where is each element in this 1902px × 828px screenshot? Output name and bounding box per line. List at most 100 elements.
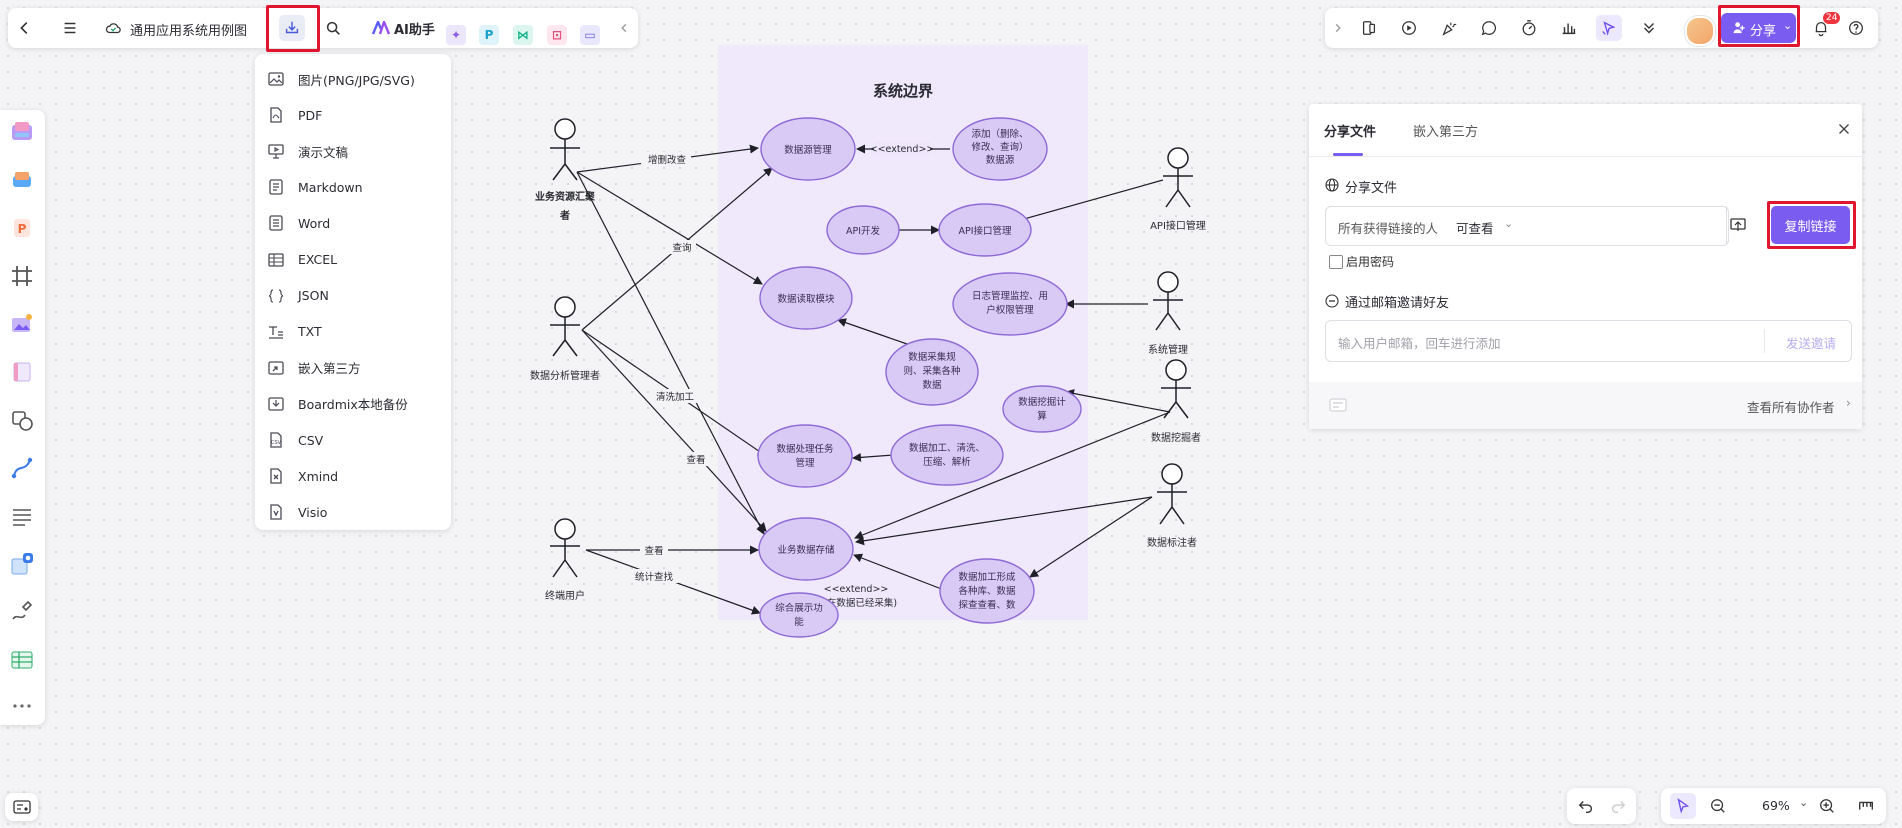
- export-menu-item[interactable]: JSON: [255, 279, 451, 313]
- export-menu-item[interactable]: 演示文稿: [255, 134, 451, 168]
- zoom-dropdown-icon[interactable]: ⌄: [1799, 796, 1809, 809]
- export-menu-item[interactable]: Xmind: [255, 459, 451, 493]
- export-menu-item[interactable]: EXCEL: [255, 243, 451, 277]
- actor-label: 数据挖掘者: [1151, 431, 1201, 444]
- present-link-icon[interactable]: [1729, 216, 1747, 234]
- connectors: [576, 144, 1171, 615]
- export-menu-item[interactable]: 嵌入第三方: [255, 351, 451, 385]
- export-menu-item[interactable]: PDF: [255, 98, 451, 132]
- use-case-label: 数据加工形成: [958, 571, 1016, 583]
- link-permission-field[interactable]: 所有获得链接的人 可查看 ⌄: [1325, 206, 1746, 246]
- ppt-tool-icon[interactable]: P: [8, 214, 36, 242]
- vote-icon[interactable]: [1556, 15, 1582, 41]
- export-menu-item[interactable]: Markdown: [255, 170, 451, 204]
- bell-icon[interactable]: [1808, 15, 1834, 41]
- export-menu-item[interactable]: Word: [255, 206, 451, 240]
- link-permission-select[interactable]: 可查看: [1456, 221, 1494, 236]
- collapse-toolbar-icon[interactable]: [611, 15, 637, 41]
- more-tools-icon[interactable]: [8, 692, 36, 720]
- chevron-right-icon[interactable]: ›: [1846, 396, 1851, 410]
- zoom-out-icon[interactable]: [1705, 793, 1731, 819]
- actor-end-user: 终端用户: [545, 518, 585, 602]
- use-case-api-manage: API接口管理: [938, 203, 1032, 257]
- text-list-icon[interactable]: [8, 502, 36, 530]
- export-menu-item[interactable]: Boardmix本地备份: [255, 387, 451, 421]
- zoom-in-icon[interactable]: [1814, 793, 1840, 819]
- celebrate-icon[interactable]: [1436, 15, 1462, 41]
- menu-icon[interactable]: [57, 15, 83, 41]
- ai-mindmap-icon[interactable]: ⋈: [513, 25, 533, 45]
- ai-flowchart-icon[interactable]: ⊡: [547, 25, 567, 45]
- view-collaborators-link[interactable]: 查看所有协作者: [1747, 400, 1835, 415]
- tab-share-file[interactable]: 分享文件: [1324, 125, 1377, 140]
- device-sync-icon[interactable]: [1356, 15, 1382, 41]
- ai-tools-icon[interactable]: [8, 166, 36, 194]
- timer-icon[interactable]: [1516, 15, 1542, 41]
- export-menu-item[interactable]: 图片(PNG/JPG/SVG): [255, 62, 451, 96]
- widget-icon[interactable]: [8, 550, 36, 578]
- tab-embed-third-party[interactable]: 嵌入第三方: [1413, 125, 1479, 140]
- shape-icon[interactable]: [8, 406, 36, 434]
- ai-ppt-icon[interactable]: P: [479, 25, 499, 45]
- present-icon[interactable]: [1396, 15, 1422, 41]
- share-dropdown-icon[interactable]: ⌄: [1783, 19, 1793, 32]
- expand-toolbar-icon[interactable]: [1325, 15, 1351, 41]
- use-case-label: 户权限管理: [986, 304, 1034, 316]
- template-icon[interactable]: [8, 118, 36, 146]
- sticky-note-icon[interactable]: [8, 358, 36, 386]
- search-icon[interactable]: [320, 15, 346, 41]
- visio-icon: [267, 503, 285, 521]
- use-case-label: 数据读取模块: [777, 293, 835, 305]
- use-case-label: 数据挖掘计: [1018, 396, 1066, 408]
- close-icon[interactable]: [1831, 116, 1857, 142]
- ai-image-icon[interactable]: ✦: [446, 25, 466, 45]
- export-menu-item-label: EXCEL: [298, 252, 338, 267]
- copy-link-button[interactable]: 复制链接: [1771, 206, 1850, 244]
- table-icon[interactable]: [8, 646, 36, 674]
- edge-label-extend2: <<extend>>: [824, 584, 889, 595]
- pen-icon[interactable]: [8, 598, 36, 626]
- connector-icon[interactable]: [8, 454, 36, 482]
- doc-title[interactable]: 通用应用系统用例图: [130, 24, 248, 39]
- email-invite-input[interactable]: 输入用户邮箱，回车进行添加 发送邀请: [1325, 320, 1852, 362]
- zoom-level[interactable]: 69%: [1762, 798, 1790, 813]
- actor-label: 者: [559, 209, 570, 222]
- chevron-down-icon[interactable]: ⌄: [1504, 217, 1514, 230]
- actor-label: 系统管理: [1148, 343, 1188, 356]
- ruler-icon[interactable]: [1853, 793, 1879, 819]
- back-icon[interactable]: [12, 15, 38, 41]
- edge-label-view1: 查看: [686, 454, 705, 466]
- use-case-datasource: 数据源管理: [760, 117, 856, 181]
- actor-label: API接口管理: [1150, 219, 1206, 232]
- share-button[interactable]: 分享 ⌄: [1721, 13, 1796, 43]
- word-icon: [267, 214, 285, 232]
- password-checkbox[interactable]: [1329, 255, 1343, 269]
- actor-data-analyst: 数据分析管理者: [530, 296, 600, 382]
- zoom-toolbar: 69% ⌄: [1661, 788, 1886, 824]
- frame-icon[interactable]: [8, 262, 36, 290]
- select-tool-icon[interactable]: [1670, 793, 1696, 819]
- use-case-label: 数据: [922, 379, 942, 391]
- send-invite-button[interactable]: 发送邀请: [1786, 336, 1837, 351]
- excel-icon: [267, 251, 285, 269]
- follow-cursor-icon[interactable]: [1596, 15, 1622, 41]
- comment-icon[interactable]: [1476, 15, 1502, 41]
- boundary-title: 系统边界: [873, 82, 933, 100]
- export-icon[interactable]: [279, 15, 305, 41]
- minimap-toggle[interactable]: [5, 793, 38, 821]
- help-icon[interactable]: [1843, 15, 1869, 41]
- edge-label-query: 查询: [672, 242, 691, 254]
- more-collapse-icon[interactable]: [1636, 15, 1662, 41]
- use-case-label: 综合展示功: [775, 602, 823, 614]
- export-menu-item[interactable]: TXT: [255, 315, 451, 349]
- use-case-data-mining: 数据挖掘计 算: [1002, 385, 1082, 433]
- ai-chat-icon[interactable]: ▭: [580, 25, 600, 45]
- ai-assistant-button[interactable]: AI助手: [371, 17, 435, 39]
- export-menu-item-label: 图片(PNG/JPG/SVG): [298, 72, 415, 88]
- image-tool-icon[interactable]: [8, 310, 36, 338]
- undo-icon[interactable]: [1573, 793, 1599, 819]
- redo-icon[interactable]: [1605, 793, 1631, 819]
- user-avatar[interactable]: [1685, 16, 1715, 46]
- export-menu-item[interactable]: Visio: [255, 495, 451, 529]
